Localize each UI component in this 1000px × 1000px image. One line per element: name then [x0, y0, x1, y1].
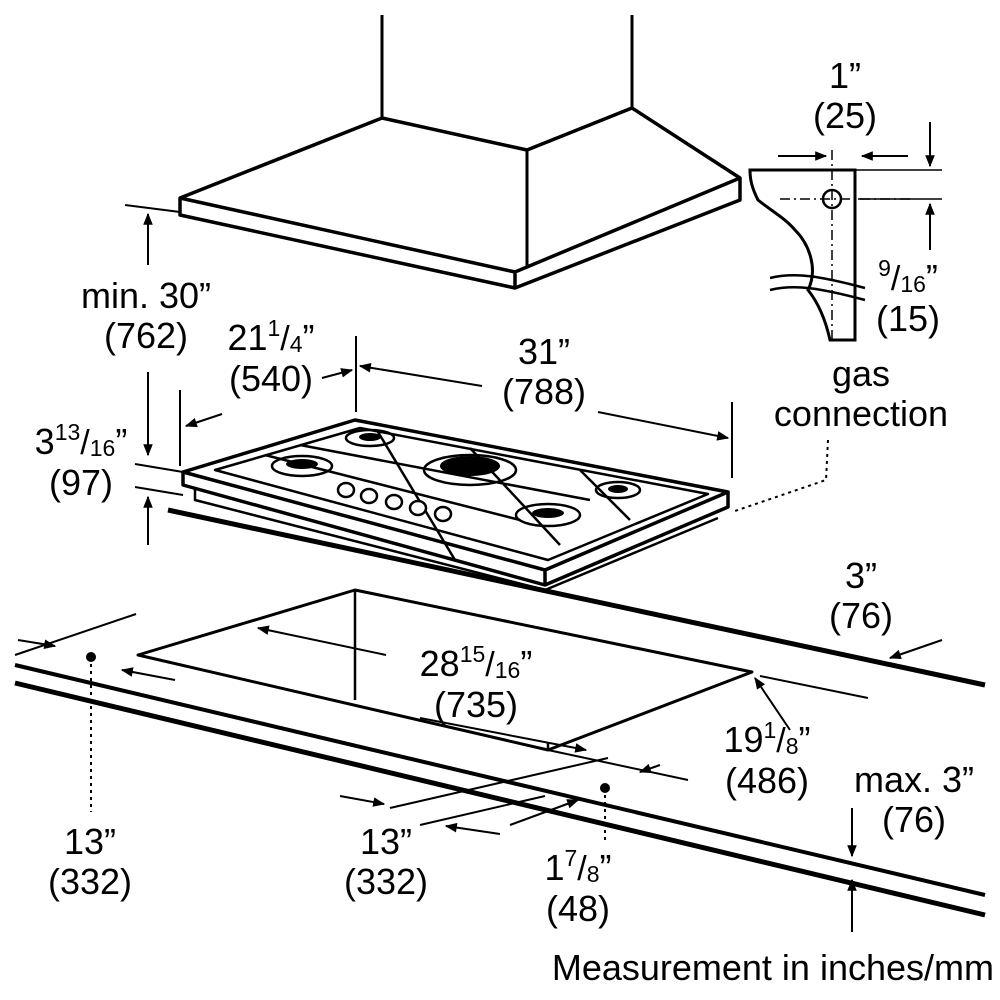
label-rear-clearance: 3” (76) — [828, 555, 894, 636]
counter-front-bottom — [14, 680, 986, 918]
label-hood-clearance-mm: (762) — [103, 315, 189, 356]
reference-dot-right — [600, 783, 610, 793]
ext-cooktop-top — [134, 463, 184, 473]
label-side-clearance-center: 13” (332) — [343, 821, 429, 902]
dim-cutout-width-arrow-b — [419, 717, 588, 753]
burner-wok — [422, 453, 518, 487]
label-hood-clearance: min. 30” (762) — [46, 276, 246, 356]
burner-front — [514, 502, 582, 528]
cooktop — [181, 418, 730, 592]
label-cooktop-depth-mm: (540) — [228, 358, 314, 399]
hood-canopy — [178, 106, 742, 290]
label-side-clearance-left: 13” (332) — [47, 821, 133, 902]
label-cutout-width: 2815/16” (735) — [419, 641, 533, 725]
range-hood — [178, 15, 742, 290]
cooktop-dimensions — [124, 204, 733, 545]
label-hood-clearance-in: min. 30” — [80, 275, 212, 316]
dim-cooktop-width-arrow-b — [597, 411, 730, 441]
dim-cooktop-depth-arrow-a — [321, 368, 354, 379]
label-gas-offset-horizontal: 1” (25) — [812, 55, 878, 136]
cutout — [136, 588, 754, 752]
label-gas-connection: gas connection — [773, 353, 949, 434]
ext-hood-bottom — [124, 204, 181, 213]
burner-right — [594, 480, 642, 500]
burner-small — [270, 454, 334, 478]
label-cooktop-height: 313/16” (97) — [34, 419, 128, 503]
label-cutout-depth: 191/8” (486) — [723, 717, 811, 801]
label-front-clearance: 17/8” (48) — [544, 845, 612, 929]
burner-rear — [344, 428, 396, 448]
label-counter-thickness: max. 3” (76) — [853, 759, 975, 840]
counter-back-edge — [167, 507, 986, 688]
counter-dimensions — [14, 613, 943, 932]
cooktop-base — [193, 488, 719, 592]
label-cooktop-width: 31” (788) — [501, 331, 587, 412]
cooktop-grate — [213, 426, 710, 562]
countertop — [14, 507, 986, 918]
gas-connection-detail — [731, 122, 942, 513]
ext-counter — [134, 486, 184, 496]
footer-caption: Measurement in inches/mm — [551, 947, 994, 988]
dim-cutout-width-arrow-a — [256, 625, 387, 656]
dim-cooktop-depth-arrow-b — [184, 413, 223, 428]
label-cooktop-depth: 211/4” (540) — [196, 317, 346, 399]
control-knobs — [336, 481, 453, 523]
counter-front-top — [14, 663, 986, 897]
dim-cutout-depth-arrow-a — [754, 677, 791, 731]
dim-cooktop-width-arrow-a — [358, 363, 483, 387]
hood-chimney — [380, 15, 634, 268]
dim-cutout-depth-arrow-b — [638, 763, 661, 773]
dim-rear-clearance-arrow — [888, 639, 943, 660]
reference-dot-left — [86, 652, 96, 662]
label-gas-offset-vertical: 9/16” (15) — [875, 255, 941, 339]
